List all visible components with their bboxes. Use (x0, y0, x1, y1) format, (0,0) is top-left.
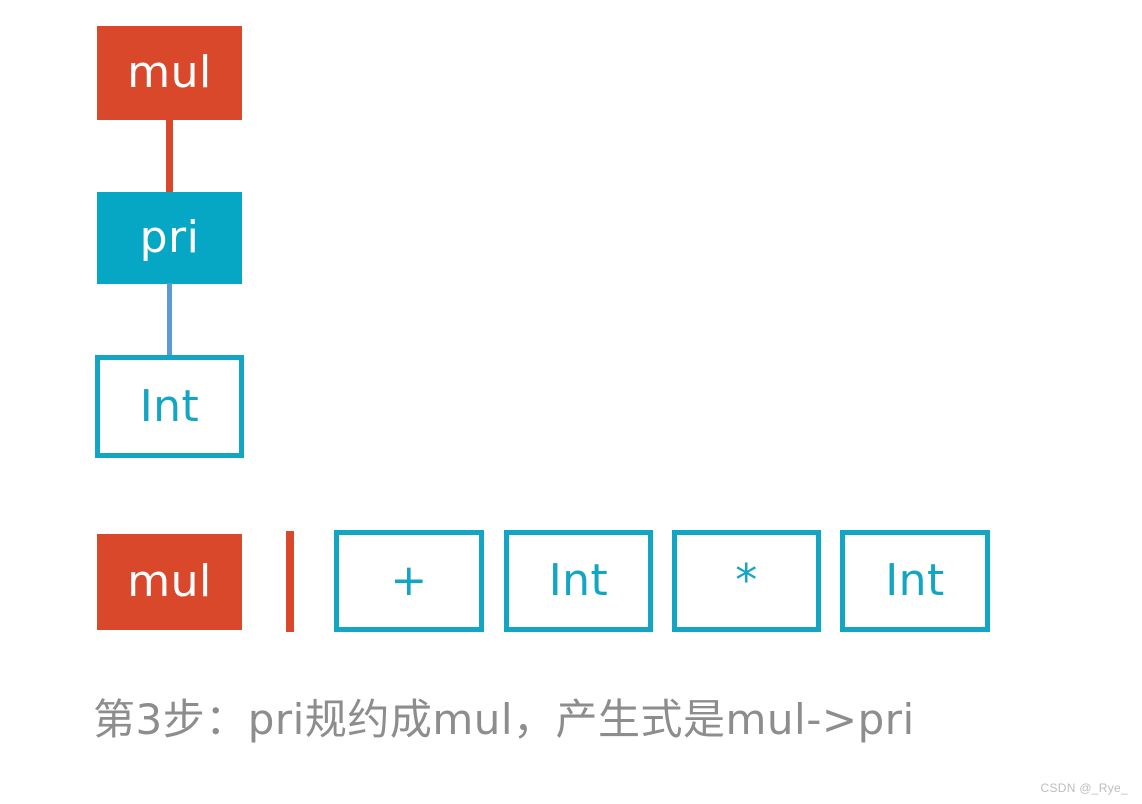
diagram-caption: 第3步：pri规约成mul，产生式是mul->pri (93, 695, 915, 744)
input-token-int-second: Int (840, 530, 990, 632)
tree-edge-pri-to-int (167, 283, 172, 357)
input-token-star: * (672, 530, 821, 632)
tree-node-pri: pri (97, 192, 242, 284)
stack-input-separator (286, 531, 294, 632)
stack-item-mul: mul (97, 534, 242, 630)
tree-node-int: Int (95, 355, 244, 458)
input-token-int-first: Int (504, 530, 653, 632)
input-token-plus: + (334, 530, 484, 632)
tree-node-mul-root: mul (97, 26, 242, 120)
tree-edge-mul-to-pri (166, 118, 173, 194)
csdn-watermark: CSDN @_Rye_ (1040, 781, 1128, 795)
